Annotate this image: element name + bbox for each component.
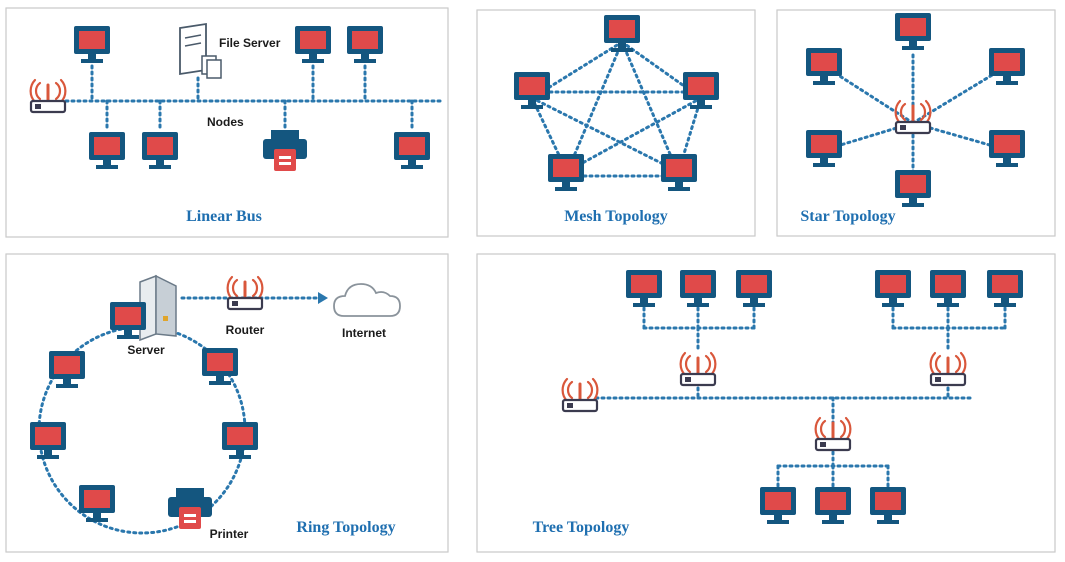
nodes-label: Nodes (207, 115, 244, 129)
tree-panel: Tree Topology (476, 253, 1056, 553)
tree-caption: Tree Topology (533, 519, 630, 536)
star-caption: Star Topology (800, 208, 895, 225)
server-icon (139, 274, 177, 342)
printer-label: Printer (210, 527, 249, 541)
ring-panel: Server Router Internet Printer Ring Topo… (5, 253, 449, 553)
file-server-label: File Server (219, 36, 281, 50)
router-label: Router (226, 323, 265, 337)
ring-caption: Ring Topology (296, 519, 395, 536)
linear-bus-panel: File Server Nodes Linear Bus (5, 7, 449, 238)
server-label: Server (127, 343, 165, 357)
internet-label: Internet (342, 326, 386, 340)
cloud-icon (333, 283, 401, 317)
star-panel: Star Topology (776, 9, 1056, 237)
linear-bus-caption: Linear Bus (186, 208, 262, 225)
file-server-icon (179, 22, 222, 79)
mesh-caption: Mesh Topology (564, 208, 668, 225)
mesh-panel: Mesh Topology (476, 9, 756, 237)
